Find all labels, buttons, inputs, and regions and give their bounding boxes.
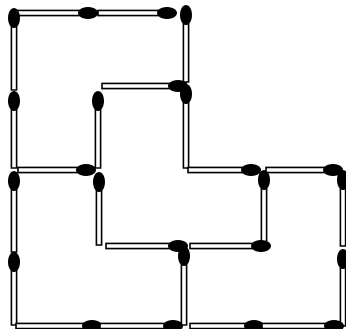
matchstick-body bbox=[98, 10, 161, 15]
matchstick-head bbox=[178, 246, 190, 266]
matchstick-head bbox=[8, 171, 20, 191]
matchstick-body bbox=[261, 186, 266, 245]
matchstick bbox=[262, 320, 344, 329]
matchstick-body bbox=[188, 167, 245, 172]
matchstick-head bbox=[180, 84, 192, 104]
matchstick-head bbox=[82, 320, 102, 329]
matchstick bbox=[102, 80, 188, 92]
matchstick-body bbox=[181, 262, 186, 325]
matchstick bbox=[16, 7, 98, 19]
matchstick bbox=[180, 5, 192, 82]
matchstick-body bbox=[16, 10, 82, 15]
matchstick-body bbox=[16, 323, 86, 328]
matchstick-body bbox=[183, 100, 188, 168]
matchstick-head bbox=[337, 249, 346, 269]
matchstick-body bbox=[95, 107, 100, 168]
matchstick-body bbox=[183, 21, 188, 82]
matchstick bbox=[337, 249, 346, 326]
matchstick-head bbox=[241, 164, 261, 176]
matchstick-body bbox=[11, 268, 16, 325]
matchstick-head bbox=[92, 91, 104, 111]
matchstick bbox=[18, 164, 96, 176]
matchstick bbox=[188, 164, 261, 176]
matchstick-head bbox=[258, 170, 270, 190]
matchstick-body bbox=[102, 83, 172, 88]
matchstick-head bbox=[244, 320, 264, 329]
matchstick bbox=[8, 171, 20, 252]
matchstick bbox=[93, 172, 105, 245]
matchstick bbox=[180, 84, 192, 168]
matchstick-head bbox=[78, 7, 98, 19]
matchstick bbox=[8, 252, 20, 325]
matchstick bbox=[8, 91, 20, 168]
matchstick-body bbox=[96, 188, 101, 245]
matchstick-body bbox=[190, 243, 255, 248]
matchstick bbox=[190, 320, 264, 329]
matchstick-body bbox=[266, 167, 327, 172]
matchstick-head bbox=[93, 172, 105, 192]
matchstick bbox=[178, 246, 190, 325]
matchstick-head bbox=[8, 8, 20, 28]
matchstick-body bbox=[190, 323, 248, 328]
matchstick bbox=[337, 170, 346, 246]
matchstick bbox=[92, 91, 104, 168]
matchstick bbox=[266, 164, 343, 176]
matchstick-body bbox=[106, 243, 172, 248]
matchstick-body bbox=[340, 186, 345, 246]
matchstick-head bbox=[8, 91, 20, 111]
matchstick bbox=[8, 8, 20, 90]
matchstick bbox=[258, 170, 270, 245]
matchstick bbox=[106, 240, 188, 252]
matchstick-body bbox=[262, 323, 328, 328]
matchstick bbox=[98, 7, 177, 19]
matchstick-body bbox=[18, 167, 80, 172]
matchstick-body bbox=[340, 265, 345, 326]
matchstick bbox=[16, 320, 102, 329]
matchstick-head bbox=[76, 164, 96, 176]
matchstick-head bbox=[180, 5, 192, 25]
matchstick-body bbox=[11, 187, 16, 252]
matchstick-head bbox=[8, 252, 20, 272]
matchstick-body bbox=[100, 323, 167, 328]
matchstick bbox=[190, 240, 271, 252]
matchstick-head bbox=[157, 7, 177, 19]
matchstick-body bbox=[11, 107, 16, 168]
matchstick bbox=[100, 320, 183, 329]
matchstick-head bbox=[163, 320, 183, 329]
matchstick-head bbox=[251, 240, 271, 252]
matchstick-body bbox=[11, 24, 16, 90]
